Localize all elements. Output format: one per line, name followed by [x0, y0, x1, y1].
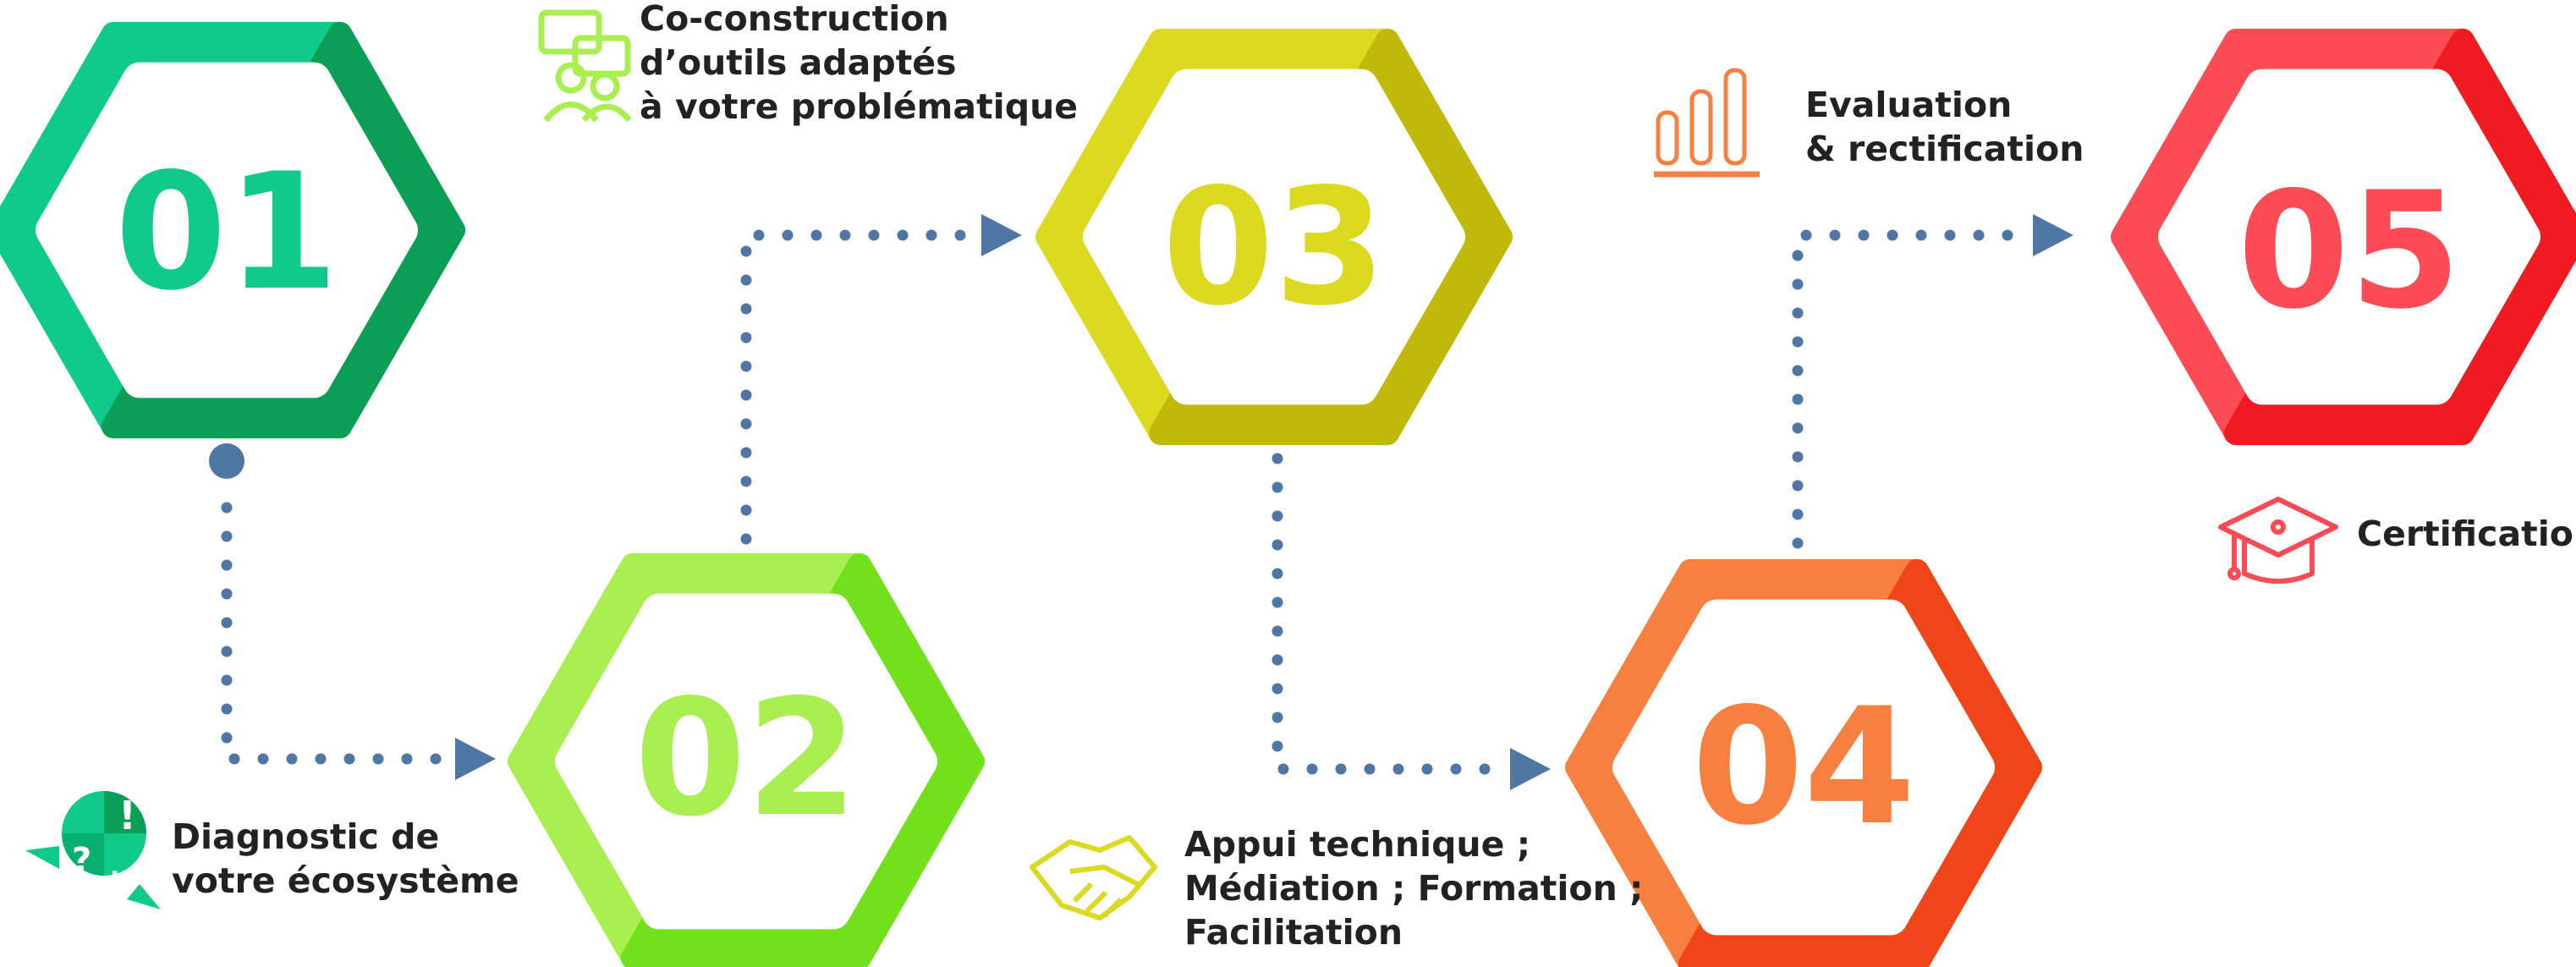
step-04-caption: Evaluation & rectification	[1805, 85, 2084, 169]
hexagon-inner	[36, 62, 418, 398]
hexagon-inner	[1083, 69, 1465, 405]
connectors	[209, 214, 2073, 790]
hexagon-inner	[555, 593, 937, 930]
svg-text:!: !	[118, 793, 136, 838]
bar-chart-icon	[1654, 68, 1760, 178]
connector-04-05	[1792, 229, 2021, 549]
step-04-number: 04	[1692, 673, 1915, 860]
step-01-number: 01	[115, 139, 338, 326]
svg-text:?: ?	[72, 841, 91, 880]
speech-bubbles-icon: ! ? ...	[25, 791, 161, 909]
graduation-cap-icon	[2218, 497, 2338, 584]
hexagon-inner	[1612, 599, 1995, 936]
step-02-hexagon	[508, 552, 985, 967]
svg-text:...: ...	[110, 853, 139, 882]
step-05-caption: Certification	[2357, 514, 2576, 554]
step-01-caption: Diagnostic de votre écosystème	[172, 816, 519, 901]
people-chat-icon	[538, 9, 632, 123]
step-05-hexagon	[2111, 28, 2576, 446]
arrow-to-04	[1510, 748, 1551, 790]
step-03-caption: Appui technique ; Médiation ; Formation …	[1184, 824, 1656, 953]
connector-01-02	[221, 502, 446, 765]
step-02-caption: Co-construction d’outils adaptés à votre…	[640, 0, 1078, 127]
connector-02-03	[740, 229, 970, 545]
connector-03-04	[1272, 453, 1497, 775]
step-04-hexagon	[1565, 558, 2042, 967]
start-dot	[209, 443, 244, 479]
arrow-to-02	[455, 738, 496, 780]
step-02-number: 02	[634, 665, 858, 852]
arrow-to-05	[2033, 214, 2073, 256]
step-03-hexagon	[1035, 28, 1513, 446]
arrow-to-03	[981, 214, 1022, 256]
hexagon-inner	[2158, 69, 2540, 405]
step-01-hexagon	[0, 21, 465, 439]
step-03-number: 03	[1162, 154, 1386, 341]
handshake-icon	[1030, 835, 1157, 920]
step-05-number: 05	[2238, 157, 2461, 344]
